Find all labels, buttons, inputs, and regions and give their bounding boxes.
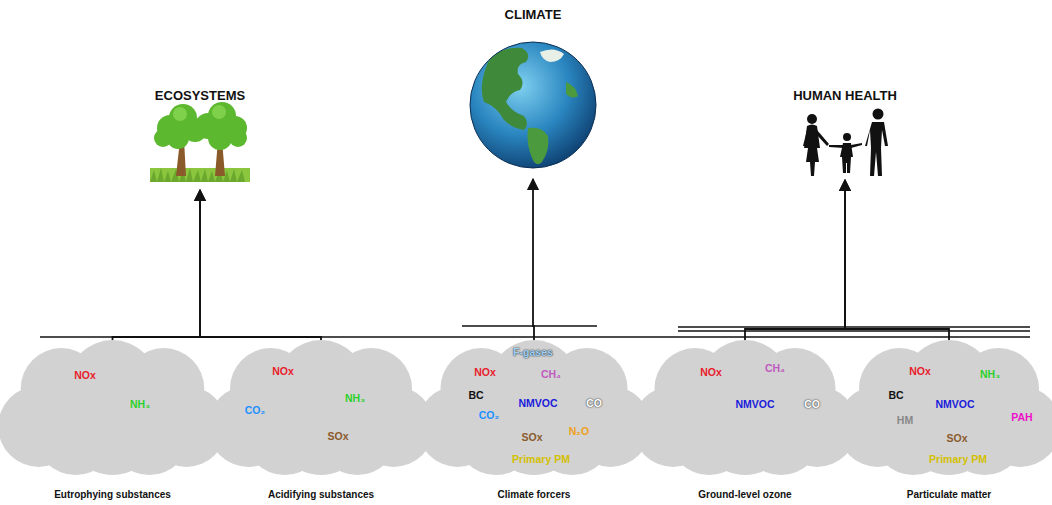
pollutant-label: NMVOC [735,399,774,411]
pollutant-label: NOx [474,367,496,379]
impact-target: ECOSYSTEMS [140,85,260,187]
pollutant-label: PAH [1011,412,1032,424]
pollutant-label: CO [586,398,602,410]
impact-target: CLIMATE [463,4,603,176]
pollutant-label: NH₃ [345,393,365,405]
pollutant-label: F-gases [513,347,553,359]
pollutant-label: NOx [700,367,722,379]
tree-icon [150,102,250,182]
pollutant-label: BC [888,390,903,402]
family-icon [803,109,888,177]
group-caption: Particulate matter [907,489,991,500]
pollutant-label: HM [897,415,913,427]
pollutant-label: CO₂ [245,405,265,417]
pollutant-label: Primary PM [929,454,987,466]
pollutant-label: NOx [909,366,931,378]
impact-arrow [200,190,321,340]
pollutant-cloud: NOxNH₃CO₂SOxAcidifying substances [220,340,422,475]
pollutant-label: BC [468,390,483,402]
pollutant-label: N₂O [569,426,589,438]
group-caption: Climate forcers [498,489,571,500]
pollutant-label: CH₄ [765,363,785,375]
pollutant-cloud: NOxNH₃Eutrophying substances [10,340,215,475]
pollutant-label: NMVOC [935,399,974,411]
bracket-line [40,326,1030,337]
pollutant-label: SOx [327,431,348,443]
group-caption: Eutrophying substances [54,489,171,500]
pollutant-label: NOx [74,370,96,382]
pollutant-label: NH₃ [980,369,1000,381]
pollutant-label: CO₂ [479,410,499,422]
pollutant-cloud: F-gasesNOx CH₄ BC NMVOC CO CO₂ SOx N₂O Primary P… [428,340,640,475]
impact-arrow [533,179,534,340]
group-caption: Ground-level ozone [698,489,791,500]
globe-icon [470,42,596,168]
pollutant-label: CO [804,399,820,411]
pollutant-label: NH₃ [130,399,150,411]
impact-heading: HUMAN HEALTH [793,89,897,103]
pollutant-label: SOx [521,432,542,444]
group-caption: Acidifying substances [268,489,374,500]
impact-arrow [745,180,845,340]
impact-target: HUMAN HEALTH [795,85,895,177]
pollutant-label: Primary PM [512,454,570,466]
pollutant-cloud: NOxNH₃BCNMVOCHMPAHSOxPrimary PMParticula… [850,340,1048,475]
pollutant-label: NMVOC [518,398,557,410]
pollutant-label: CH₄ [541,369,561,381]
pollutant-label: NOx [272,366,294,378]
impact-arrow [113,190,201,340]
cloud-shape [10,340,215,475]
impact-arrow [845,180,949,340]
pollutant-cloud: NOxCH₄NMVOCCOGround-level ozone [645,340,845,475]
impact-heading: ECOSYSTEMS [155,89,245,103]
impact-heading: CLIMATE [505,8,562,22]
pollutant-label: SOx [946,433,967,445]
